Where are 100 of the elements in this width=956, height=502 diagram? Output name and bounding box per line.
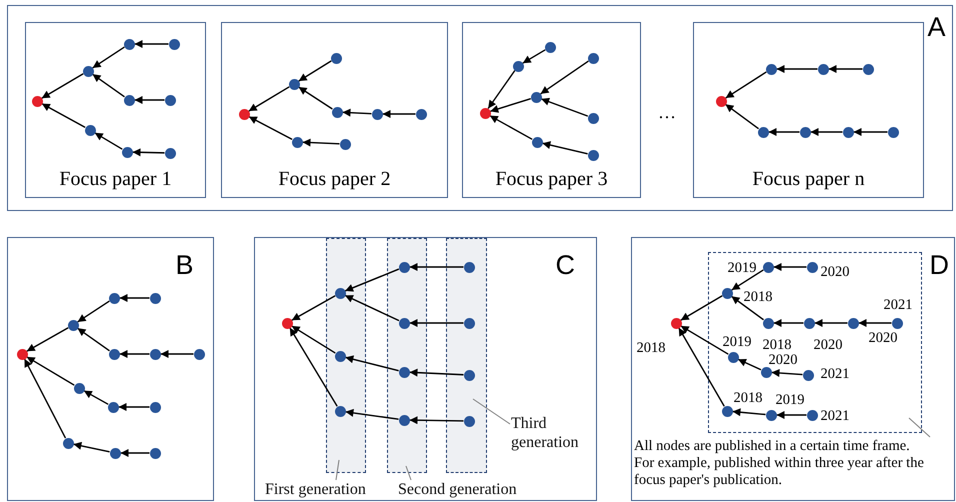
citation-node [800, 126, 810, 138]
year-label: 2018 [734, 390, 762, 406]
generation-strip [387, 238, 427, 473]
ellipsis: … [658, 102, 676, 122]
leader-line [336, 460, 340, 480]
generation-label: Third generation [511, 414, 591, 452]
citation-arrow [92, 74, 125, 98]
citation-node [124, 38, 134, 50]
citation-node [334, 288, 346, 298]
citation-arrow [490, 98, 531, 113]
box-caption: Focus paper 3 [494, 167, 609, 191]
citation-node [108, 402, 118, 412]
citation-node [416, 108, 426, 120]
panel-box [631, 237, 955, 501]
year-label: 2020 [820, 264, 850, 280]
citation-node [62, 438, 74, 448]
citation-arrow [92, 46, 125, 69]
citation-node [398, 414, 410, 426]
citation-arrow [738, 358, 762, 370]
citation-arrow [41, 73, 84, 99]
citation-node [84, 124, 96, 136]
citation-arrow [73, 442, 110, 453]
citation-arrow [731, 269, 764, 291]
citation-arrow [540, 98, 588, 117]
box-caption: Focus paper n [751, 167, 866, 191]
citation-node [464, 370, 474, 380]
citation-node [168, 38, 180, 50]
citation-node [588, 52, 598, 64]
citation-node [82, 66, 94, 76]
citation-arrow [134, 40, 168, 48]
focus-paper-node [238, 108, 250, 120]
citation-node [164, 94, 176, 106]
citation-node [464, 416, 474, 426]
panel-letter: B [176, 250, 194, 280]
citation-node [464, 262, 474, 272]
citation-arrow [298, 60, 332, 82]
citation-node [108, 292, 120, 304]
citation-arrow [410, 263, 464, 271]
generation-label: First generation [265, 480, 385, 499]
citation-arrow [776, 411, 806, 419]
year-label: 2020 [814, 337, 842, 353]
generation-label: Second generation [398, 480, 533, 499]
citation-arrow [678, 327, 725, 407]
citation-arrow [291, 325, 336, 354]
citation-node [110, 448, 120, 458]
citation-arrow [24, 358, 66, 438]
focus-paper-node [716, 96, 726, 106]
citation-arrow [291, 295, 336, 321]
citation-node [842, 126, 854, 138]
citation-node [124, 94, 134, 106]
citation-node [334, 350, 346, 362]
citation-arrow [776, 65, 818, 73]
leader-line [406, 466, 412, 480]
citation-arrow [725, 71, 767, 99]
citation-arrow [409, 368, 464, 377]
citation-arrow [725, 104, 759, 130]
citation-arrow [120, 350, 150, 358]
generation-strip [446, 238, 487, 473]
citation-arrow [77, 328, 110, 352]
citation-arrow [810, 128, 842, 136]
citation-node [334, 406, 346, 416]
citation-node [288, 78, 300, 90]
generation-strip [326, 238, 366, 473]
citation-node [888, 126, 898, 138]
citation-node [340, 138, 350, 150]
focus-paper-box [25, 22, 206, 198]
citation-node [122, 146, 132, 158]
year-label: 2021 [884, 297, 912, 313]
citation-arrow [302, 138, 340, 147]
citation-arrow [26, 327, 69, 352]
citation-node [588, 150, 598, 160]
citation-node [398, 366, 410, 378]
citation-arrow [814, 319, 848, 327]
citation-node [464, 318, 474, 328]
focus-paper-box [462, 22, 641, 198]
citation-node [758, 126, 768, 138]
year-label: 2021 [820, 366, 850, 382]
box-caption: Focus paper 2 [277, 167, 392, 191]
citation-arrow [522, 49, 546, 64]
citation-arrow [680, 295, 723, 321]
citation-arrow [344, 268, 400, 292]
citation-arrow [345, 408, 399, 420]
citation-node [108, 348, 120, 360]
citation-arrow [342, 108, 372, 117]
year-label: 2018 [762, 337, 792, 353]
citation-node [150, 292, 160, 304]
citation-node [512, 60, 524, 72]
year-label: 2021 [820, 408, 850, 424]
year-label: 2020 [868, 330, 898, 346]
citation-node [74, 382, 84, 394]
citation-node [68, 320, 78, 330]
citation-arrow [488, 70, 516, 109]
citation-node [544, 42, 556, 52]
citation-arrow [732, 408, 766, 416]
box-caption: Focus paper 1 [58, 167, 173, 191]
year-label: 2019 [722, 334, 752, 350]
citation-arrow [774, 319, 804, 327]
focus-paper-box [693, 22, 924, 198]
citation-arrow [542, 141, 588, 154]
citation-node [330, 52, 342, 64]
